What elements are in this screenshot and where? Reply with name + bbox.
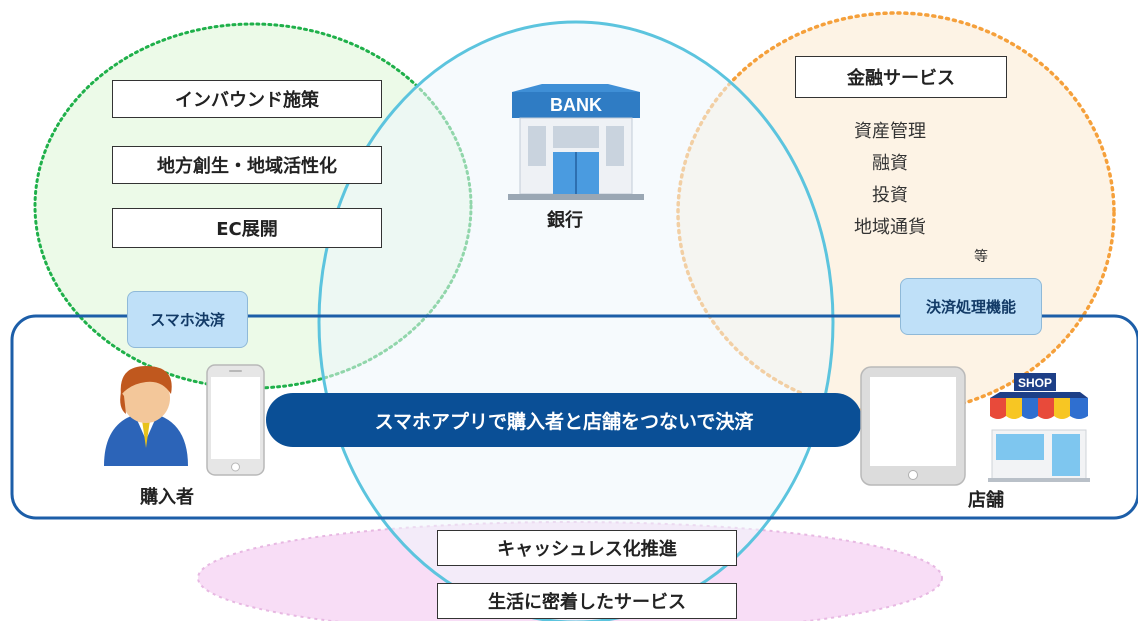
bank-sign: BANK bbox=[550, 95, 602, 115]
store-label: 店舗 bbox=[968, 490, 1004, 511]
smartphone-payment-label: スマホ決済 bbox=[150, 311, 225, 329]
cashless-box: キャッシュレス化推進 bbox=[437, 530, 737, 566]
inbound-box: インバウンド施策 bbox=[112, 80, 382, 118]
financial-services-box: 金融サービス bbox=[795, 56, 1007, 98]
center-blue-circle bbox=[317, 20, 835, 621]
bank-label: 銀行 bbox=[547, 210, 583, 231]
service-local-currency: 地域通貨 bbox=[854, 217, 926, 238]
service-asset-management: 資産管理 bbox=[854, 121, 926, 142]
ec-box: EC展開 bbox=[112, 208, 382, 248]
main-frame bbox=[10, 314, 1138, 520]
shop-sign: SHOP bbox=[1018, 376, 1052, 390]
financial-services-label: 金融サービス bbox=[847, 68, 955, 89]
smartphone-icon bbox=[206, 364, 265, 476]
cashless-label: キャッシュレス化推進 bbox=[497, 539, 677, 560]
main-bar bbox=[266, 393, 862, 447]
lifestyle-service-label: 生活に密着したサービス bbox=[488, 592, 686, 613]
tablet-icon bbox=[860, 366, 966, 486]
shop-icon: SHOP bbox=[988, 373, 1090, 482]
smartphone-payment-tag: スマホ決済 bbox=[127, 291, 248, 348]
regional-revitalization-label: 地方創生・地域活性化 bbox=[157, 156, 337, 177]
person-icon bbox=[104, 366, 188, 466]
ec-label: EC展開 bbox=[216, 219, 278, 240]
etc-note: 等 bbox=[974, 249, 988, 265]
regional-revitalization-box: 地方創生・地域活性化 bbox=[112, 146, 382, 184]
service-investment: 投資 bbox=[872, 185, 908, 206]
payment-processing-label: 決済処理機能 bbox=[925, 298, 1016, 316]
payment-processing-tag: 決済処理機能 bbox=[900, 278, 1042, 335]
lifestyle-service-box: 生活に密着したサービス bbox=[437, 583, 737, 619]
inbound-label: インバウンド施策 bbox=[175, 90, 319, 111]
service-loans: 融資 bbox=[872, 153, 908, 174]
main-bar-text: スマホアプリで購入者と店舗をつないで決済 bbox=[374, 410, 754, 433]
buyer-label: 購入者 bbox=[140, 487, 194, 508]
